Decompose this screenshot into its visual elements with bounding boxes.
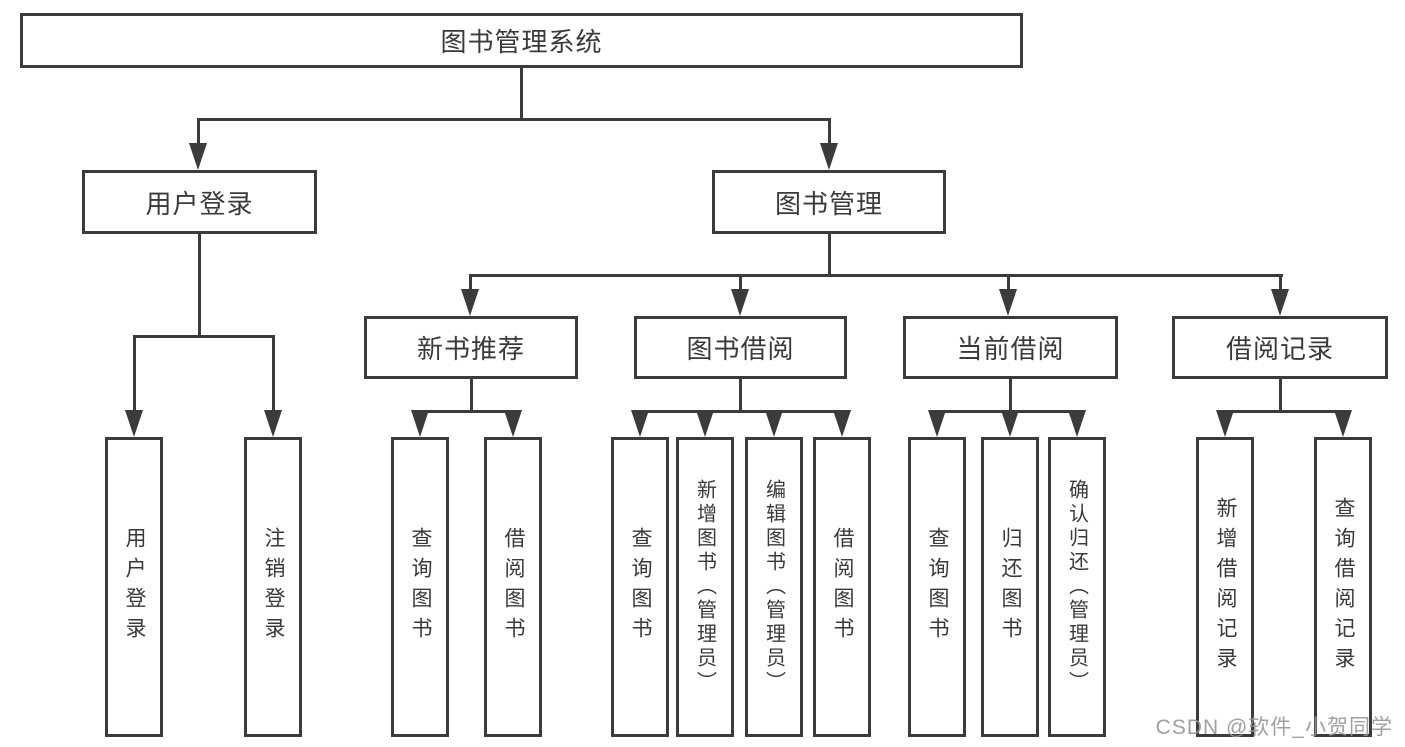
arrowhead-down [125,410,143,437]
node-label: 新书推荐 [416,334,525,364]
node-logout-leaf: 注销登录 [244,437,302,737]
node-current-borrowing: 当前借阅 [903,316,1118,379]
arrowhead-down [1001,410,1019,437]
connector [197,118,200,146]
connector [1007,274,1010,292]
node-label: 注销登录 [262,527,285,647]
node-label: 图书管理系统 [440,27,603,57]
node-add-borrow-record: 新增借阅记录 [1196,437,1254,737]
node-label: 查询图书 [629,527,652,647]
arrowhead-down [765,410,783,437]
watermark-text: CSDN @软件_小贺同学 [1155,716,1393,739]
connector [470,377,473,412]
connector [739,274,742,292]
node-label: 借阅图书 [831,527,854,647]
connector [133,335,136,413]
connector [198,232,201,336]
arrowhead-down [189,143,207,170]
connector [1009,377,1012,412]
arrowhead-down [264,410,282,437]
arrowhead-down [411,410,429,437]
connector [272,335,275,413]
node-add-books-admin: 新增图书（管理员） [676,437,734,737]
node-borrow-books-recommend: 借阅图书 [484,437,542,737]
node-query-books-recommend: 查询图书 [391,437,449,737]
node-label: 查询借阅记录 [1332,497,1355,677]
node-label: 新增图书（管理员） [693,479,716,695]
arrowhead-down [504,410,522,437]
arrowhead-down [928,410,946,437]
connector [1279,274,1282,292]
arrowhead-down [1068,410,1086,437]
arrowhead-down [1334,410,1352,437]
node-label: 图书管理 [774,188,883,219]
node-edit-books-admin: 编辑图书（管理员） [745,437,803,737]
node-borrowing-records: 借阅记录 [1172,316,1388,379]
arrowhead-down [999,289,1017,316]
node-book-borrowing: 图书借阅 [634,316,847,379]
arrowhead-down [1271,289,1289,316]
node-label: 借阅记录 [1225,334,1334,364]
node-label: 编辑图书（管理员） [762,479,785,695]
connector [520,66,523,120]
arrowhead-down [631,410,649,437]
node-library-management-system: 图书管理系统 [20,13,1023,68]
connector [197,118,831,121]
connector [133,335,275,338]
arrowhead-down [1216,410,1234,437]
node-label: 查询图书 [409,527,432,647]
connector [1279,377,1282,412]
node-query-books-borrowing: 查询图书 [611,437,669,737]
connector [1224,410,1346,413]
node-user-login-leaf: 用户登录 [105,437,163,737]
node-label: 归还图书 [999,527,1022,647]
arrowhead-down [820,143,838,170]
connector [739,377,742,412]
node-label: 新增借阅记录 [1214,497,1237,677]
node-label: 借阅图书 [502,527,525,647]
node-label: 查询图书 [926,527,949,647]
node-borrow-books-borrowing: 借阅图书 [813,437,871,737]
arrowhead-down [461,289,479,316]
node-query-books-current: 查询图书 [908,437,966,737]
connector [469,274,472,292]
node-label: 用户登录 [123,527,146,647]
connector [419,410,515,413]
node-confirm-return-admin: 确认归还（管理员） [1048,437,1106,737]
arrowhead-down [833,410,851,437]
node-query-borrow-record: 查询借阅记录 [1314,437,1372,737]
node-user-login: 用户登录 [82,170,317,234]
node-new-book-recommend: 新书推荐 [364,316,578,379]
node-label: 用户登录 [145,188,254,219]
arrowhead-down [696,410,714,437]
node-return-books: 归还图书 [981,437,1039,737]
node-label: 图书借阅 [686,334,795,364]
node-book-management: 图书管理 [712,170,946,234]
connector [469,274,1283,277]
node-label: 当前借阅 [956,334,1065,364]
connector [828,232,831,276]
arrowhead-down [731,289,749,316]
connector [639,410,844,413]
node-label: 确认归还（管理员） [1065,479,1088,695]
connector [828,118,831,146]
